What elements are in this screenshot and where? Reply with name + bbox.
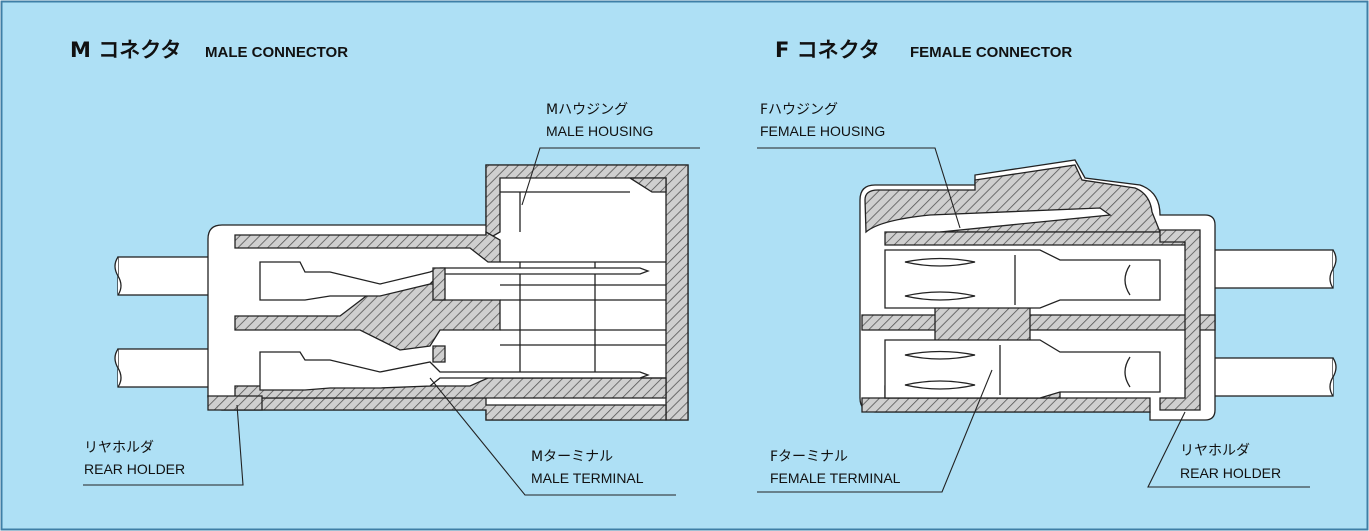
female-center-partition [861,314,1216,331]
male-housing-label-jp: Mハウジング [546,102,628,118]
male-title-jp: M コネクタ [70,38,181,62]
male-title-en: MALE CONNECTOR [205,44,348,61]
male-connector-title: M コネクタ MALE CONNECTOR [70,38,348,62]
female-leader-lines [757,147,1310,493]
male-housing-label-en: MALE HOUSING [546,123,653,139]
female-terminal-upper [884,249,1161,309]
female-housing-bottom-wall [861,397,1151,413]
male-housing-inner-upper [234,230,501,263]
male-leader-lines [83,147,700,496]
female-housing-latch [864,164,1161,234]
female-housing-leader [757,147,961,229]
female-title-en: FEMALE CONNECTOR [910,44,1072,61]
male-rear-holder [207,395,263,411]
female-terminal-label-en: FEMALE TERMINAL [770,470,901,486]
female-housing-label-jp: Fハウジング [760,102,838,118]
male-terminal-leader [429,377,676,496]
male-terminal-label-en: MALE TERMINAL [531,470,644,486]
female-rear-label-jp: リヤホルダ [1180,443,1250,459]
male-terminal-label-jp: Mターミナル [531,449,613,465]
female-rear-leader [1147,411,1310,488]
male-rear-leader [83,404,244,486]
female-terminal-label-jp: Fターミナル [770,449,848,465]
female-terminal-lower [884,339,1161,399]
male-front-cavities [500,191,666,379]
female-rear-holder [1159,229,1201,411]
male-housing-top-lip [627,177,667,193]
female-connector-drawing [859,159,1337,421]
female-connector-title: F コネクタ FEMALE CONNECTOR [775,38,1072,62]
male-housing-leader [521,147,700,206]
male-connector-drawing [114,164,689,421]
female-housing-label-en: FEMALE HOUSING [760,123,885,139]
male-rear-label-jp: リヤホルダ [84,440,154,456]
female-rear-label-en: REAR HOLDER [1180,465,1281,481]
female-housing-inner-top [884,231,1186,246]
male-terminal-upper [259,261,650,301]
female-terminal-leader [757,369,993,493]
female-title-jp: F コネクタ [775,38,880,62]
male-terminal-lower [259,345,650,391]
male-rear-label-en: REAR HOLDER [84,461,185,477]
